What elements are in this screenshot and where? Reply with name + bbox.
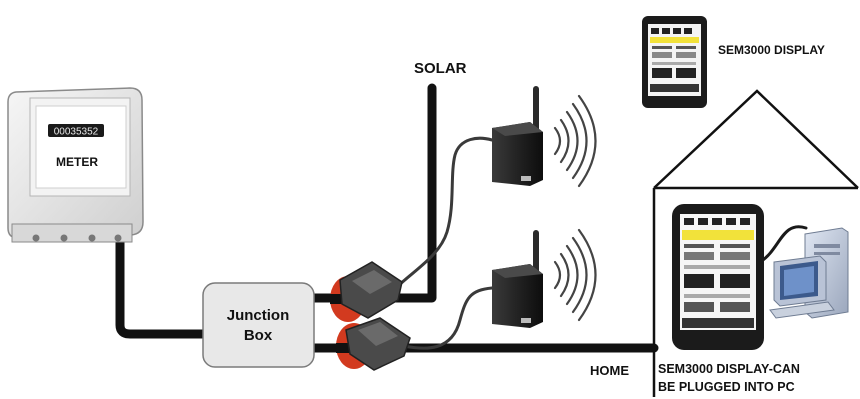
- transmitter-home: [492, 230, 543, 328]
- sensor-wires: [396, 136, 494, 350]
- sensor-wire-solar: [396, 136, 494, 288]
- solar-label: SOLAR: [414, 60, 467, 77]
- meter-cable: [115, 230, 210, 339]
- display-pc-label-line1: SEM3000 DISPLAY-CAN: [658, 362, 800, 376]
- home-label: HOME: [590, 363, 629, 378]
- junction-box-label-line1: Junction: [227, 307, 290, 324]
- pc-computer: [769, 227, 849, 319]
- wireless-signal-icon: [553, 228, 597, 322]
- meter-label: METER: [56, 155, 98, 169]
- usb-cable: [758, 225, 808, 264]
- current-clamp-solar: [330, 261, 403, 322]
- display-pc-label-line2: BE PLUGGED INTO PC: [658, 380, 795, 394]
- wireless-signal-icon: [553, 94, 597, 188]
- junction-box-label-line2: Box: [244, 327, 273, 344]
- meter-display: [48, 124, 104, 137]
- transmitter-solar: [492, 86, 543, 186]
- current-clamp-home: [336, 317, 411, 371]
- display-device-small: [642, 16, 707, 108]
- display-device-large: [672, 204, 764, 350]
- sensor-wire-home: [402, 286, 494, 350]
- junction-box: Junction Box: [202, 282, 315, 368]
- electric-meter: 00035352 METER: [7, 87, 144, 243]
- display-top-label: SEM3000 DISPLAY: [718, 43, 825, 57]
- meter-reading: 00035352: [54, 127, 99, 138]
- house-outline: [652, 89, 859, 397]
